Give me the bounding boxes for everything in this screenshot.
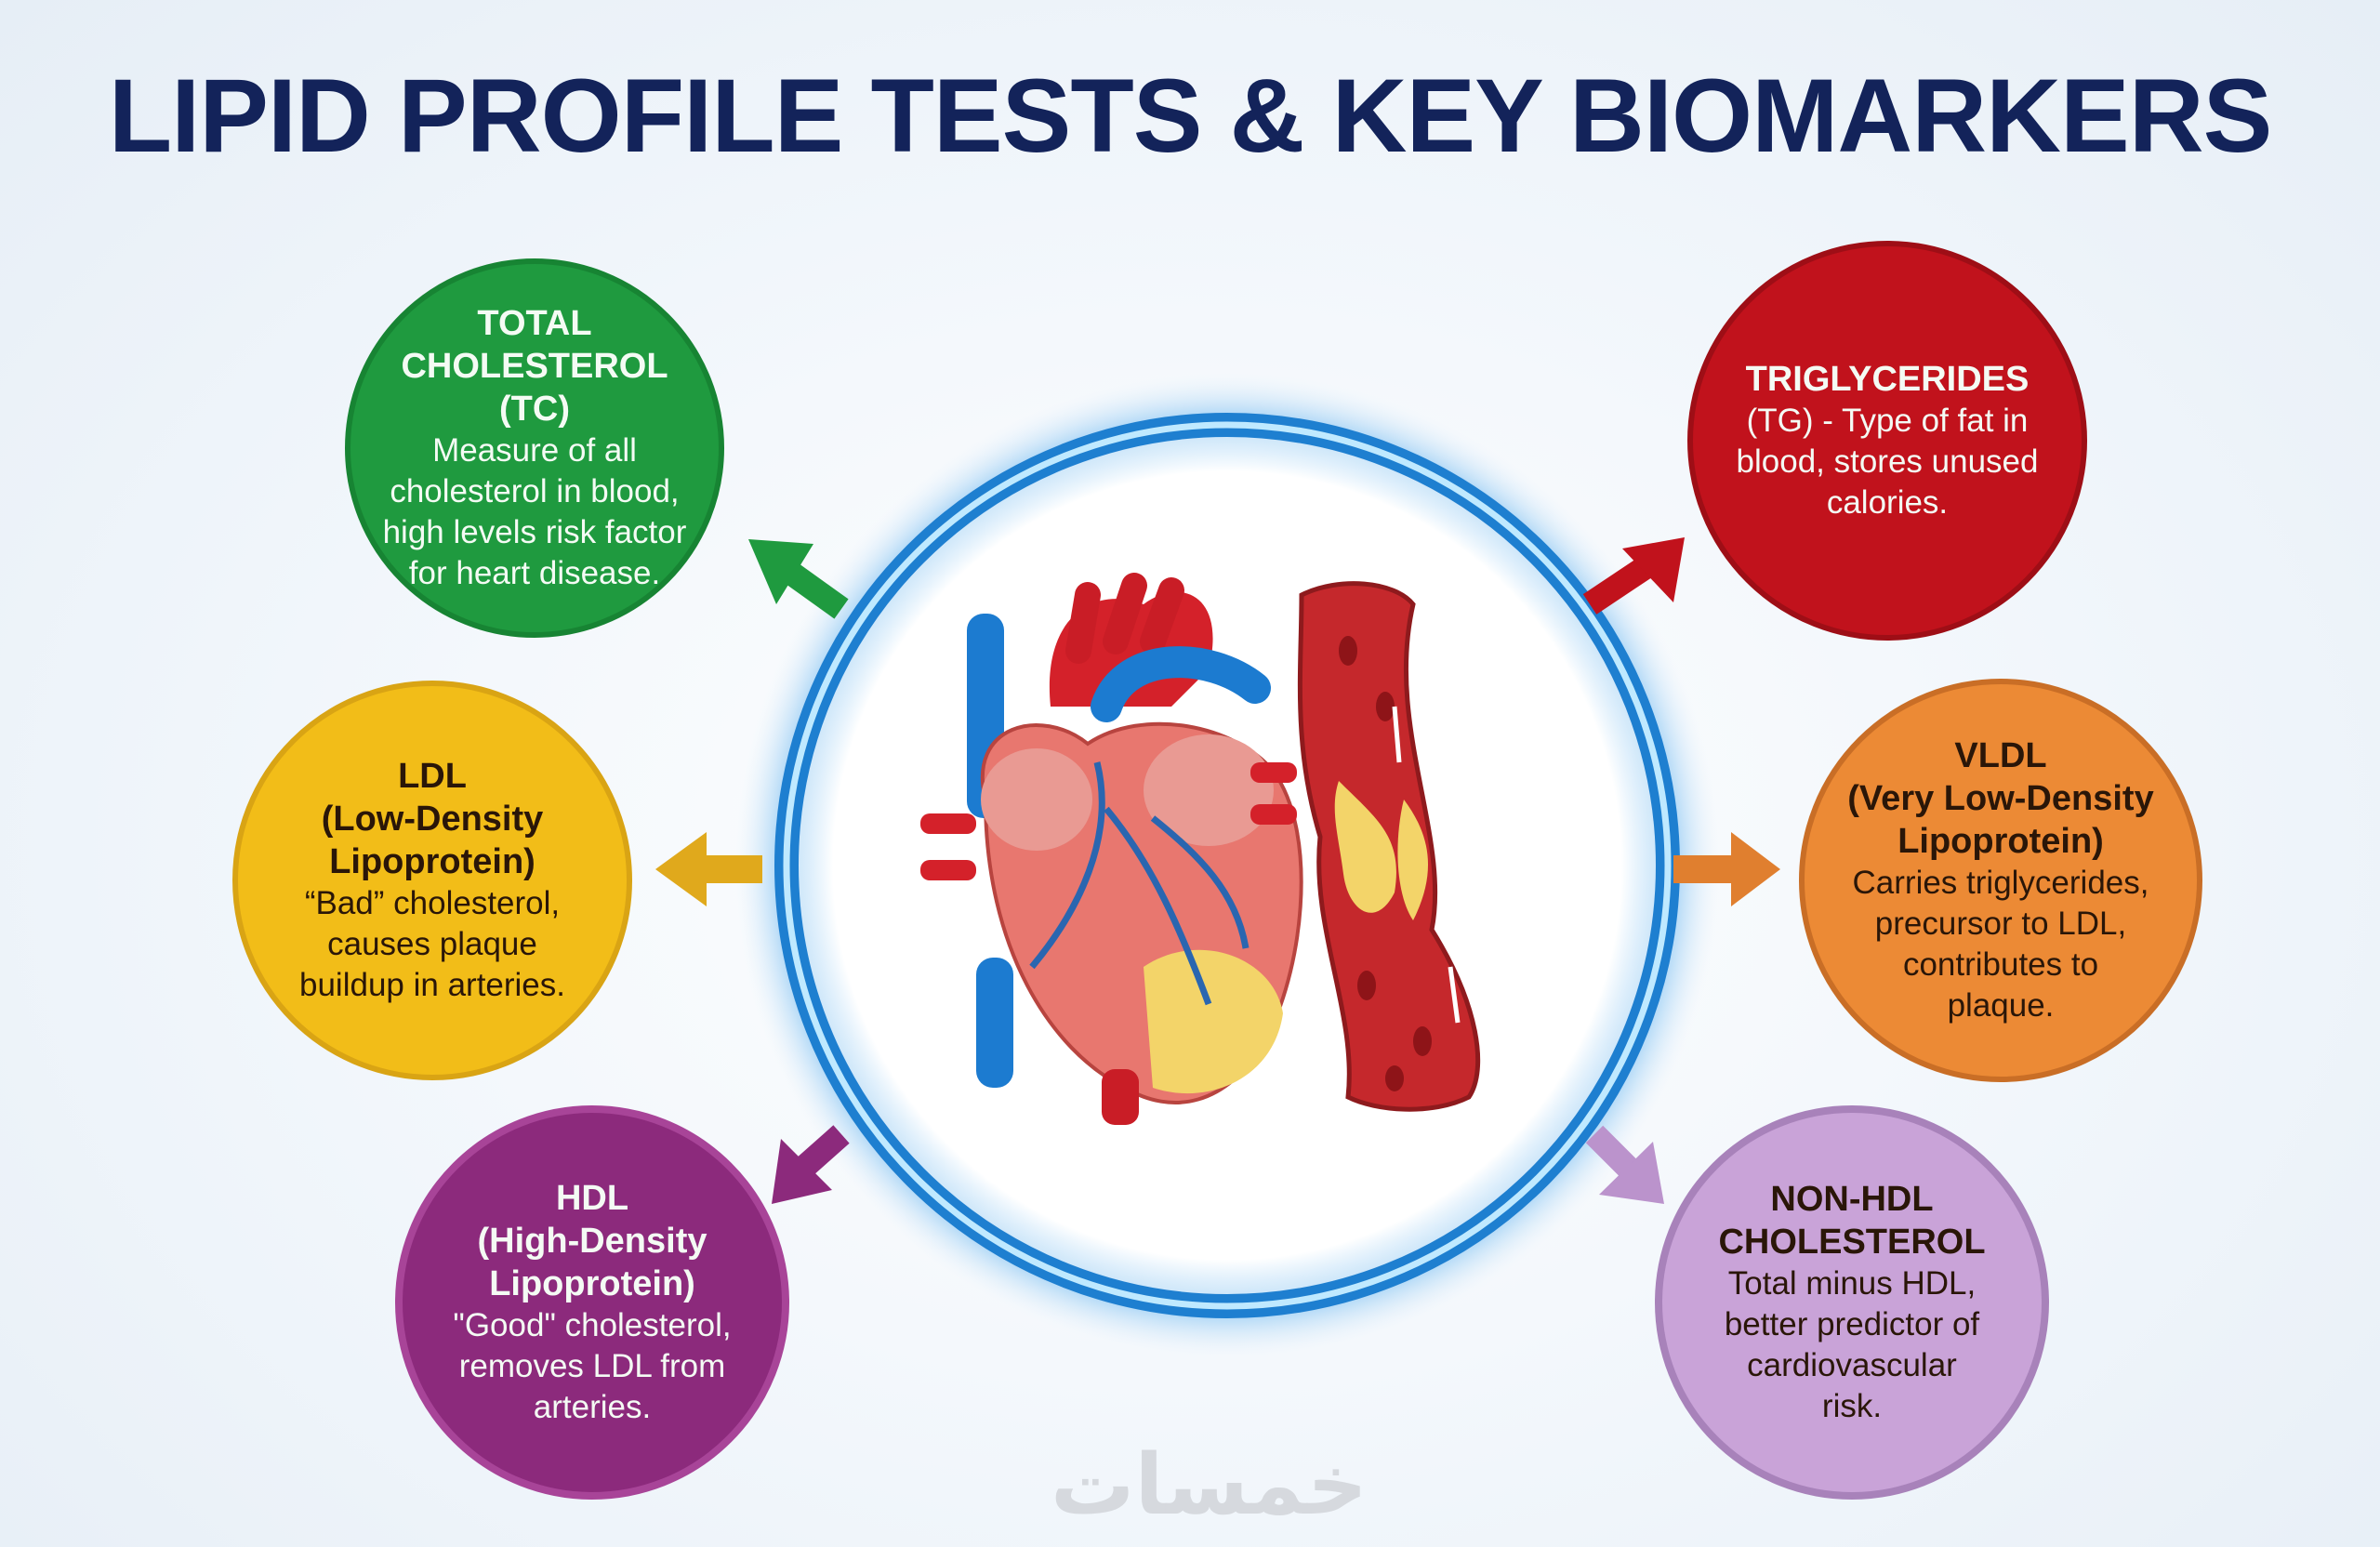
biomarker-desc: Total minus HDL, [1727,1265,1977,1302]
biomarker-total-cholesterol: TOTAL CHOLESTEROL (TC) Measure of all ch… [345,258,724,638]
biomarker-desc: calories. [1826,484,1949,521]
biomarker-desc: cholesterol in blood, [390,473,680,509]
biomarker-desc: high levels risk factor [382,514,687,550]
biomarker-desc: plaque. [1947,987,2055,1024]
arrow-vldl [1673,832,1780,906]
biomarker-desc: for heart disease. [408,555,661,591]
biomarker-desc: "Good" cholesterol, [453,1307,732,1343]
biomarker-triglycerides: TRIGLYCERIDES (TG) - Type of fat in bloo… [1687,241,2087,641]
biomarker-title: TOTAL [477,304,592,343]
biomarker-desc: risk. [1821,1388,1883,1424]
biomarker-non-hdl: NON-HDL CHOLESTEROL Total minus HDL, bet… [1655,1105,2049,1500]
artery-plaque-icon [1297,581,1481,1112]
biomarker-desc: contributes to [1902,946,2099,983]
biomarker-title: Lipoprotein) [329,842,536,881]
biomarker-desc: buildup in arteries. [299,967,565,1003]
arrow-tc [748,539,849,619]
biomarker-title: Lipoprotein) [1897,822,2104,861]
heart-icon [920,573,1303,1125]
biomarker-desc: Carries triglycerides, [1852,865,2149,901]
biomarker-title: (Very Low-Density [1847,779,2154,818]
biomarker-title: Lipoprotein) [489,1264,695,1303]
biomarker-desc: Measure of all [432,432,637,469]
arrow-nonhdl [1585,1125,1664,1204]
biomarker-desc: causes plaque [327,926,537,962]
biomarker-title: HDL [555,1179,629,1218]
biomarker-title: NON-HDL [1770,1180,1934,1219]
biomarker-vldl: VLDL (Very Low-Density Lipoprotein) Carr… [1799,679,2202,1082]
biomarker-desc: arteries. [533,1389,652,1425]
biomarker-title: (Low-Density [321,800,544,839]
biomarker-desc: precursor to LDL, [1874,906,2127,942]
watermark: خمسات [1051,1436,1368,1534]
biomarker-ldl: LDL (Low-Density Lipoprotein) “Bad” chol… [232,681,632,1080]
arrow-tg [1582,537,1685,615]
biomarker-desc: better predictor of [1724,1306,1980,1342]
page-title: LIPID PROFILE TESTS & KEY BIOMARKERS [108,58,2273,174]
biomarker-title: CHOLESTEROL [1718,1223,1986,1262]
biomarker-desc: (TG) - Type of fat in [1746,403,2029,439]
arrow-ldl [655,832,762,906]
biomarker-title: TRIGLYCERIDES [1745,360,2030,399]
biomarker-hdl: HDL (High-Density Lipoprotein) "Good" ch… [395,1105,789,1500]
biomarker-title: LDL [398,757,467,796]
biomarker-desc: cardiovascular [1747,1347,1957,1383]
biomarker-desc: removes LDL from [458,1348,726,1384]
biomarker-desc: “Bad” cholesterol, [304,885,561,921]
biomarker-title: (High-Density [477,1222,707,1261]
biomarker-title: CHOLESTEROL (TC) [401,347,668,429]
biomarker-title: VLDL [1954,736,2047,775]
arrow-hdl [772,1125,850,1204]
biomarker-desc: blood, stores unused [1736,443,2039,480]
